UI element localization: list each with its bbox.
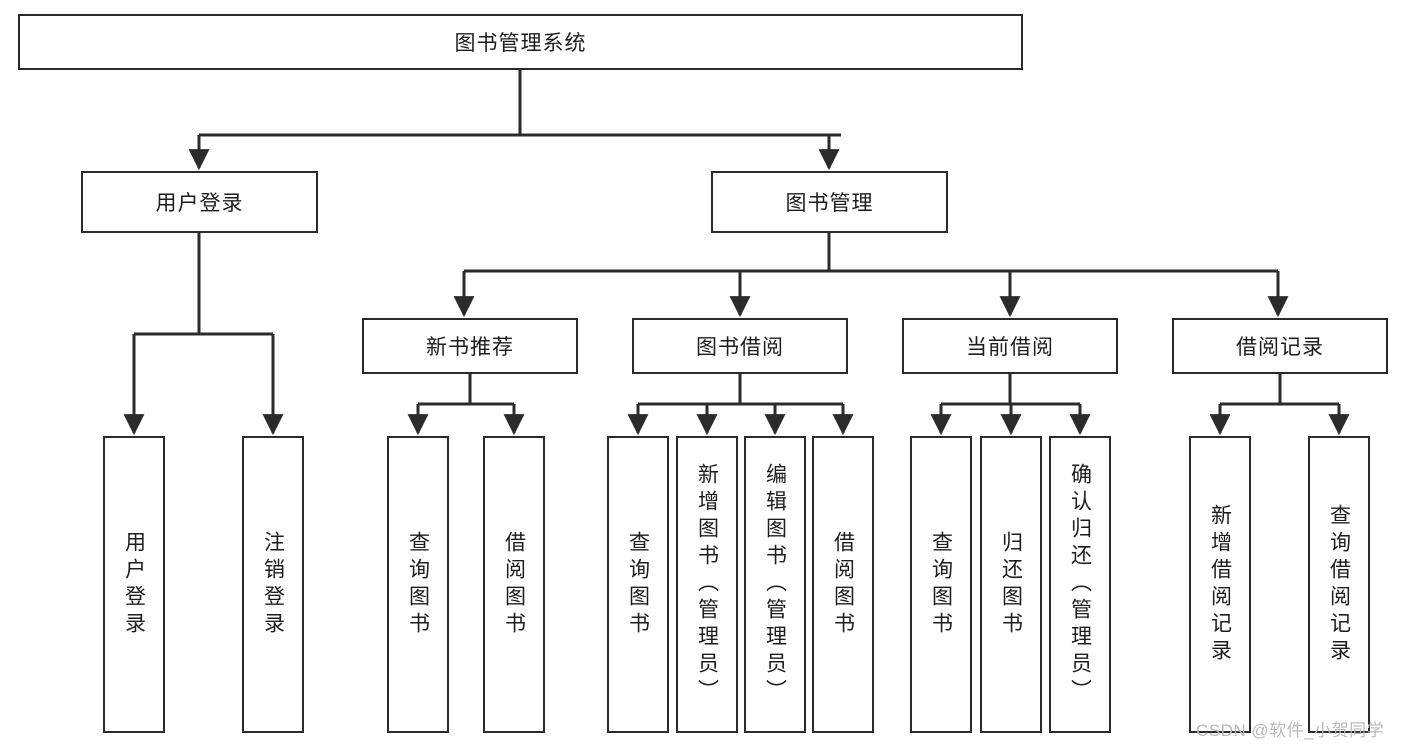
node-leaf-add-record[interactable]: 新增借阅记录 (1189, 436, 1251, 733)
node-leaf-edit-book-label: 编辑图书（管理员） (763, 463, 787, 706)
node-current-borrow-label: 当前借阅 (966, 336, 1054, 359)
node-new-book-rec-label: 新书推荐 (426, 336, 514, 359)
node-leaf-user-login[interactable]: 用户登录 (103, 436, 165, 733)
node-leaf-borrow-book[interactable]: 借阅图书 (812, 436, 874, 733)
node-leaf-borrow-book-rec[interactable]: 借阅图书 (483, 436, 545, 733)
node-leaf-edit-book[interactable]: 编辑图书（管理员） (744, 436, 806, 733)
node-borrow-record-label: 借阅记录 (1236, 336, 1324, 359)
node-leaf-confirm-return[interactable]: 确认归还（管理员） (1049, 436, 1111, 733)
node-root[interactable]: 图书管理系统 (18, 14, 1023, 70)
node-leaf-borrow-book-rec-label: 借阅图书 (502, 530, 526, 639)
node-leaf-query-record[interactable]: 查询借阅记录 (1308, 436, 1370, 733)
node-leaf-return-book-label: 归还图书 (999, 530, 1023, 639)
node-book-manage-label: 图书管理 (785, 192, 874, 215)
csdn-watermark: CSDN @软件_小贺同学 (1196, 721, 1385, 740)
node-leaf-borrow-book-label: 借阅图书 (831, 530, 855, 639)
node-leaf-query-book-rec-label: 查询图书 (406, 530, 430, 639)
node-leaf-query-book-current-label: 查询图书 (929, 530, 953, 639)
node-leaf-add-record-label: 新增借阅记录 (1208, 503, 1232, 666)
node-leaf-add-book[interactable]: 新增图书（管理员） (676, 436, 738, 733)
node-leaf-add-book-label: 新增图书（管理员） (695, 463, 719, 706)
node-user-login[interactable]: 用户登录 (81, 171, 318, 233)
node-leaf-user-login-label: 用户登录 (122, 530, 146, 639)
node-book-borrow[interactable]: 图书借阅 (632, 318, 848, 374)
node-current-borrow[interactable]: 当前借阅 (902, 318, 1118, 374)
node-leaf-query-book-borrow-label: 查询图书 (626, 530, 650, 639)
node-book-manage[interactable]: 图书管理 (711, 171, 948, 233)
node-leaf-query-book-rec[interactable]: 查询图书 (387, 436, 449, 733)
node-leaf-confirm-return-label: 确认归还（管理员） (1068, 463, 1092, 706)
node-leaf-user-logout-label: 注销登录 (261, 530, 285, 639)
node-borrow-record[interactable]: 借阅记录 (1172, 318, 1388, 374)
node-user-login-label: 用户登录 (155, 192, 244, 215)
node-leaf-query-book-current[interactable]: 查询图书 (910, 436, 972, 733)
node-leaf-user-logout[interactable]: 注销登录 (242, 436, 304, 733)
node-leaf-query-record-label: 查询借阅记录 (1327, 503, 1351, 666)
node-root-label: 图书管理系统 (454, 32, 587, 55)
node-leaf-return-book[interactable]: 归还图书 (980, 436, 1042, 733)
node-book-borrow-label: 图书借阅 (696, 336, 784, 359)
node-leaf-query-book-borrow[interactable]: 查询图书 (607, 436, 669, 733)
node-new-book-rec[interactable]: 新书推荐 (362, 318, 578, 374)
